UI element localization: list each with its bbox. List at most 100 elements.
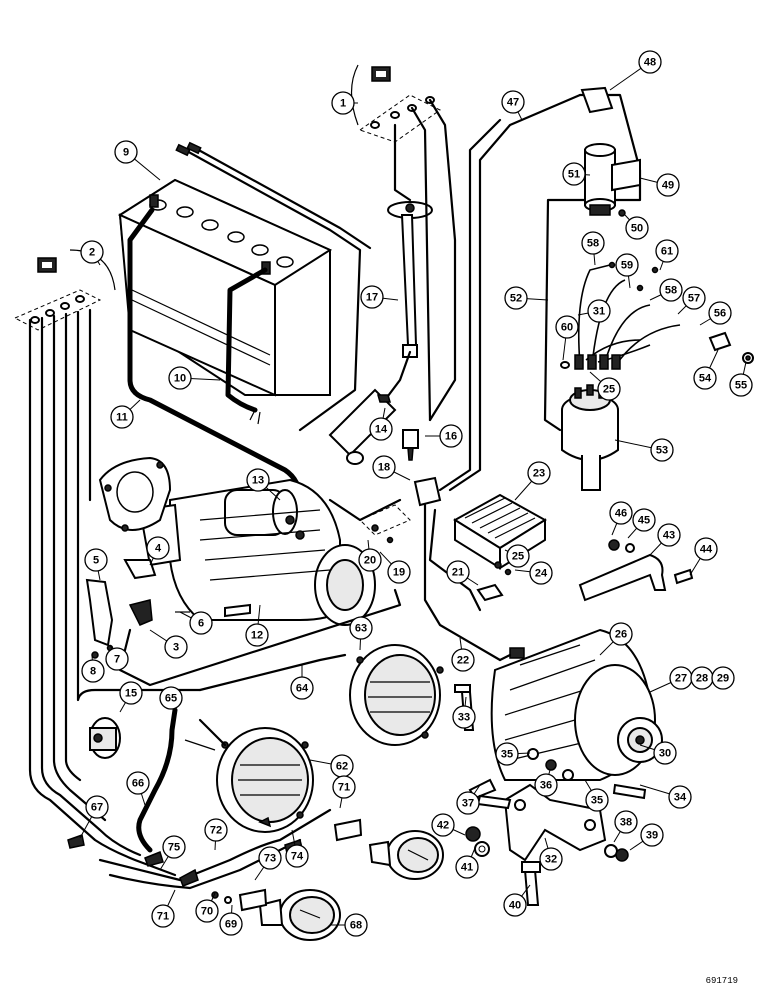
callout-62: 62 [309, 754, 354, 778]
connector-2 [13, 249, 116, 331]
callout-number: 58 [587, 238, 599, 250]
callout-number: 11 [116, 412, 128, 424]
callout-number: 72 [210, 825, 222, 837]
callout-42: 42 [431, 813, 466, 837]
callout-number: 60 [561, 322, 573, 334]
callout-25: 25 [504, 544, 530, 568]
callout-number: 26 [615, 629, 627, 641]
callout-number: 62 [336, 761, 348, 773]
callout-number: 30 [659, 748, 671, 760]
ignition-coil [543, 86, 642, 432]
callout-44: 44 [689, 537, 718, 576]
callout-8: 8 [81, 654, 105, 683]
callout-41: 41 [455, 847, 479, 879]
callout-53: 53 [614, 438, 674, 462]
battery [117, 178, 333, 397]
callout-number: 58 [665, 285, 677, 297]
callout-number: 66 [132, 778, 144, 790]
callout-number: 36 [540, 780, 552, 792]
callout-number: 71 [338, 782, 350, 794]
callout-68: 68 [330, 913, 368, 937]
callout-22: 22 [451, 637, 475, 672]
callout-35: 35 [584, 779, 609, 812]
callout-number: 4 [155, 543, 162, 555]
callout-4: 4 [146, 536, 170, 566]
callout-number: 24 [535, 568, 548, 580]
callout-32: 32 [539, 837, 563, 871]
switch-15 [89, 717, 121, 759]
callout-number: 50 [631, 223, 643, 235]
callout-2: 2 [80, 240, 104, 266]
callout-number: 37 [462, 798, 474, 810]
callout-number: 31 [593, 306, 605, 318]
callout-number: 6 [198, 618, 204, 630]
callout-number: 1 [340, 98, 346, 110]
callout-58: 58 [581, 231, 605, 266]
callout-number: 35 [501, 749, 513, 761]
callout-number: 25 [603, 384, 615, 396]
callout-60: 60 [555, 315, 579, 361]
callout-33: 33 [452, 696, 476, 729]
callout-63: 63 [349, 616, 373, 651]
callout-number: 3 [173, 642, 179, 654]
callout-21: 21 [446, 560, 479, 586]
callout-19: 19 [379, 551, 411, 584]
callout-number: 35 [591, 795, 603, 807]
callout-layer: 1234567891011121314151617181920212223242… [79, 50, 753, 937]
callout-69: 69 [219, 904, 243, 936]
callout-number: 12 [251, 630, 263, 642]
callout-number: 74 [291, 851, 304, 863]
callout-number: 9 [123, 147, 129, 159]
callout-number: 53 [656, 445, 668, 457]
drawing-reference-number: 691719 [705, 976, 738, 986]
main-harness [28, 308, 332, 890]
callout-number: 48 [644, 57, 656, 69]
callout-number: 25 [512, 551, 524, 563]
callout-number: 21 [452, 567, 464, 579]
callout-66: 66 [126, 771, 150, 806]
callout-number: 43 [663, 530, 675, 542]
callout-36: 36 [534, 769, 558, 797]
callout-number: 18 [378, 462, 390, 474]
callout-number: 28 [696, 673, 708, 685]
callout-31: 31 [577, 299, 611, 323]
callout-12: 12 [245, 604, 269, 647]
callout-number: 20 [364, 555, 376, 567]
callout-number: 57 [688, 293, 700, 305]
callout-37: 37 [456, 784, 481, 815]
callout-number: 7 [114, 654, 120, 666]
headlights [118, 588, 444, 833]
alternator-bracket [465, 778, 629, 906]
callout-64: 64 [290, 665, 314, 700]
callout-45: 45 [627, 508, 656, 539]
callout-49: 49 [639, 173, 680, 197]
callout-number: 40 [509, 900, 521, 912]
callout-1: 1 [331, 91, 358, 115]
callout-number: 70 [201, 906, 213, 918]
callout-number: 19 [393, 567, 405, 579]
callout-51: 51 [562, 162, 591, 186]
callout-59: 59 [615, 253, 639, 289]
callout-number: 67 [91, 802, 103, 814]
callout-number: 16 [445, 431, 457, 443]
callout-34: 34 [639, 784, 692, 809]
callout-number: 15 [125, 688, 137, 700]
callout-number: 51 [568, 169, 580, 181]
callout-24: 24 [514, 561, 553, 585]
callout-16: 16 [425, 424, 463, 448]
callout-number: 42 [437, 820, 449, 832]
callout-52: 52 [504, 286, 549, 310]
callout-56: 56 [699, 301, 732, 326]
callout-3: 3 [149, 629, 188, 659]
callout-number: 68 [350, 920, 362, 932]
callout-57: 57 [677, 286, 706, 315]
alternator [454, 628, 663, 800]
callout-17: 17 [360, 285, 399, 309]
callout-40: 40 [503, 884, 531, 917]
callout-28: 28 [690, 666, 714, 690]
callout-72: 72 [204, 818, 228, 851]
callout-number: 38 [620, 817, 632, 829]
callout-number: 46 [615, 508, 627, 520]
callout-65: 65 [159, 686, 183, 721]
callout-50: 50 [624, 214, 649, 240]
